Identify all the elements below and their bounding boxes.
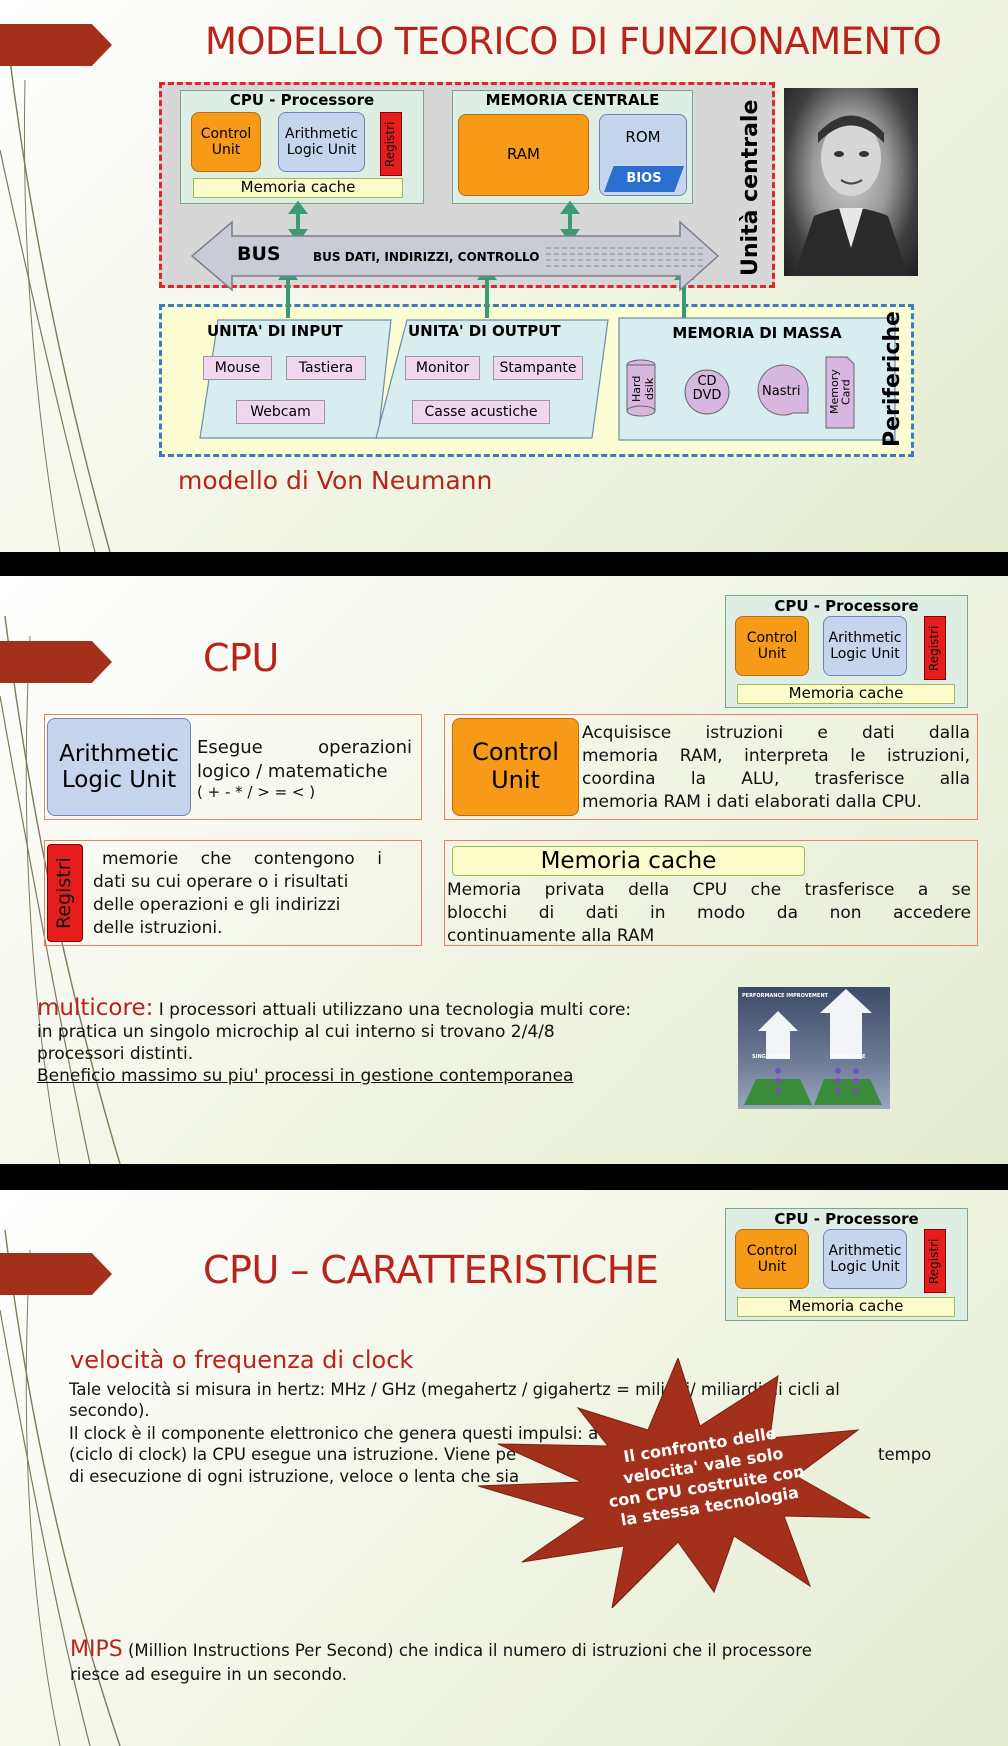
multicore-image: PERFORMANCE IMPROVEMENT SINGLE-CORE DUAL… bbox=[738, 987, 890, 1109]
reg-desc-0: memorie che contengono i bbox=[102, 849, 382, 869]
multicore-benefit: Beneficio massimo su piu' processi in ge… bbox=[37, 1066, 574, 1086]
clock-line-1: secondo). bbox=[69, 1401, 150, 1420]
slide-cpu-caratteristiche: CPU – CARATTERISTICHE CPU - Processore C… bbox=[0, 1190, 1008, 1746]
webcam-box: Webcam bbox=[236, 400, 325, 424]
memory-card-label: Memory Card bbox=[828, 369, 853, 415]
alu-frame bbox=[44, 714, 422, 820]
cache-desc-2: continuamente alla RAM bbox=[447, 926, 655, 946]
cu-desc-3: memoria RAM i dati elaborati dalla CPU. bbox=[582, 792, 922, 812]
cache-frame bbox=[444, 840, 978, 946]
mini-control-unit: Control Unit bbox=[735, 1229, 809, 1289]
unita-centrale-label: Unità centrale bbox=[738, 99, 763, 277]
multicore-label: multicore: bbox=[37, 995, 154, 1021]
cpu-title: CPU - Processore bbox=[229, 91, 375, 109]
perf-label: PERFORMANCE IMPROVEMENT bbox=[742, 993, 829, 999]
clock-line-4: di esecuzione di ogni istruzione, veloce… bbox=[69, 1467, 520, 1486]
mini-cpu-title: CPU - Processore bbox=[774, 1210, 919, 1228]
ram-box: RAM bbox=[458, 114, 589, 196]
cu-frame bbox=[444, 714, 978, 820]
cu-desc-1: memoria RAM, interpreta le istruzioni, bbox=[582, 746, 970, 766]
single-core-label: SINGLE-CORE bbox=[752, 1054, 790, 1060]
registri-box: Registri bbox=[47, 844, 83, 942]
mini-registri: Registri bbox=[924, 616, 946, 680]
multicore-line-1: multicore: I processori attuali utilizza… bbox=[37, 994, 631, 1024]
clock-line-3: (ciclo di clock) la CPU esegue una istru… bbox=[69, 1445, 517, 1464]
clock-tempo: tempo bbox=[878, 1445, 932, 1464]
mips-line-1: MIPS (Million Instructions Per Second) c… bbox=[70, 1636, 812, 1665]
slide-cpu: CPU CPU - Processore Control Unit Arithm… bbox=[0, 576, 1008, 1164]
alu-box: Arithmetic Logic Unit bbox=[47, 718, 191, 816]
multicore-line-2: in pratica un singolo microchip al cui i… bbox=[37, 1022, 555, 1042]
reg-desc-1: dati su cui operare o i risultati bbox=[93, 872, 349, 892]
burst-shape bbox=[478, 1358, 871, 1608]
bus-detail: BUS DATI, INDIRIZZI, CONTROLLO bbox=[313, 250, 540, 264]
cache-box: Memoria cache bbox=[193, 178, 403, 198]
dual-core-label: DUAL-CORE bbox=[833, 1054, 866, 1060]
memoria-centrale-title: MEMORIA CENTRALE bbox=[485, 91, 660, 109]
reg-desc-2: delle operazioni e gli indirizzi bbox=[93, 895, 341, 915]
cu-box: Control Unit bbox=[452, 718, 579, 816]
reg-desc-3: delle istruzioni. bbox=[93, 918, 223, 938]
cu-desc-0: Acquisisce istruzioni e dati dalla bbox=[582, 723, 970, 743]
slide-title: MODELLO TEORICO DI FUNZIONAMENTO bbox=[205, 20, 942, 63]
tastiera-box: Tastiera bbox=[286, 356, 366, 380]
mini-cpu-title: CPU - Processore bbox=[774, 597, 919, 615]
slide-title: CPU – CARATTERISTICHE bbox=[203, 1248, 659, 1292]
control-unit-box: Control Unit bbox=[191, 112, 261, 172]
bus-label: BUS bbox=[237, 243, 281, 265]
massa-title: MEMORIA DI MASSA bbox=[672, 324, 842, 342]
alu-desc-3: ( + - * / > = < ) bbox=[197, 783, 316, 801]
cd-label: CD DVD bbox=[692, 374, 722, 404]
title-arrow-tag bbox=[0, 24, 112, 66]
cu-desc-2: coordina la ALU, trasferisce alla bbox=[582, 769, 970, 789]
alu-desc-1: Esegue operazioni bbox=[197, 737, 412, 758]
clock-line-2: Il clock è il componente elettronico che… bbox=[69, 1424, 599, 1443]
output-title: UNITA' DI OUTPUT bbox=[408, 322, 561, 340]
cache-desc-0: Memoria privata della CPU che trasferisc… bbox=[447, 880, 971, 900]
mini-alu: Arithmetic Logic Unit bbox=[823, 616, 907, 676]
clock-line-0: Tale velocità si misura in hertz: MHz / … bbox=[69, 1380, 840, 1399]
input-title: UNITA' DI INPUT bbox=[207, 322, 343, 340]
mini-alu: Arithmetic Logic Unit bbox=[823, 1229, 907, 1289]
slide-von-neumann: MODELLO TEORICO DI FUNZIONAMENTO CPU - P… bbox=[0, 0, 1008, 552]
slide-title: CPU bbox=[203, 636, 279, 680]
bios-box: BIOS bbox=[604, 166, 684, 192]
mini-registri: Registri bbox=[924, 1229, 946, 1293]
cache-desc-1: blocchi di dati in modo da non accedere bbox=[447, 903, 971, 923]
mini-control-unit: Control Unit bbox=[735, 616, 809, 676]
monitor-box: Monitor bbox=[405, 356, 480, 380]
mini-cache: Memoria cache bbox=[737, 1297, 955, 1317]
title-arrow-tag bbox=[0, 641, 112, 683]
title-arrow-tag bbox=[0, 1253, 112, 1295]
alu-box: Arithmetic Logic Unit bbox=[278, 112, 365, 172]
mips-label: MIPS bbox=[70, 1637, 123, 1662]
periferiche-label: Periferiche bbox=[880, 311, 905, 447]
registri-frame bbox=[44, 840, 422, 946]
alu-desc-2: logico / matematiche bbox=[197, 761, 388, 782]
von-neumann-portrait bbox=[784, 88, 918, 276]
cache-box: Memoria cache bbox=[452, 846, 805, 876]
multicore-text-1: I processori attuali utilizzano una tecn… bbox=[153, 1000, 632, 1020]
mips-line-2: riesce ad eseguire in un secondo. bbox=[70, 1665, 347, 1684]
nastri-label: Nastri bbox=[762, 384, 801, 399]
mini-cache: Memoria cache bbox=[737, 684, 955, 704]
casse-box: Casse acustiche bbox=[412, 400, 550, 424]
slide-subtitle: modello di Von Neumann bbox=[178, 466, 493, 495]
clock-heading: velocità o frequenza di clock bbox=[70, 1346, 414, 1374]
hard-disk-label: Hard dsik bbox=[630, 375, 656, 403]
mouse-box: Mouse bbox=[203, 356, 272, 380]
multicore-line-3: processori distinti. bbox=[37, 1044, 194, 1064]
stampante-box: Stampante bbox=[493, 356, 583, 380]
mips-text-1: (Million Instructions Per Second) che in… bbox=[122, 1641, 812, 1660]
